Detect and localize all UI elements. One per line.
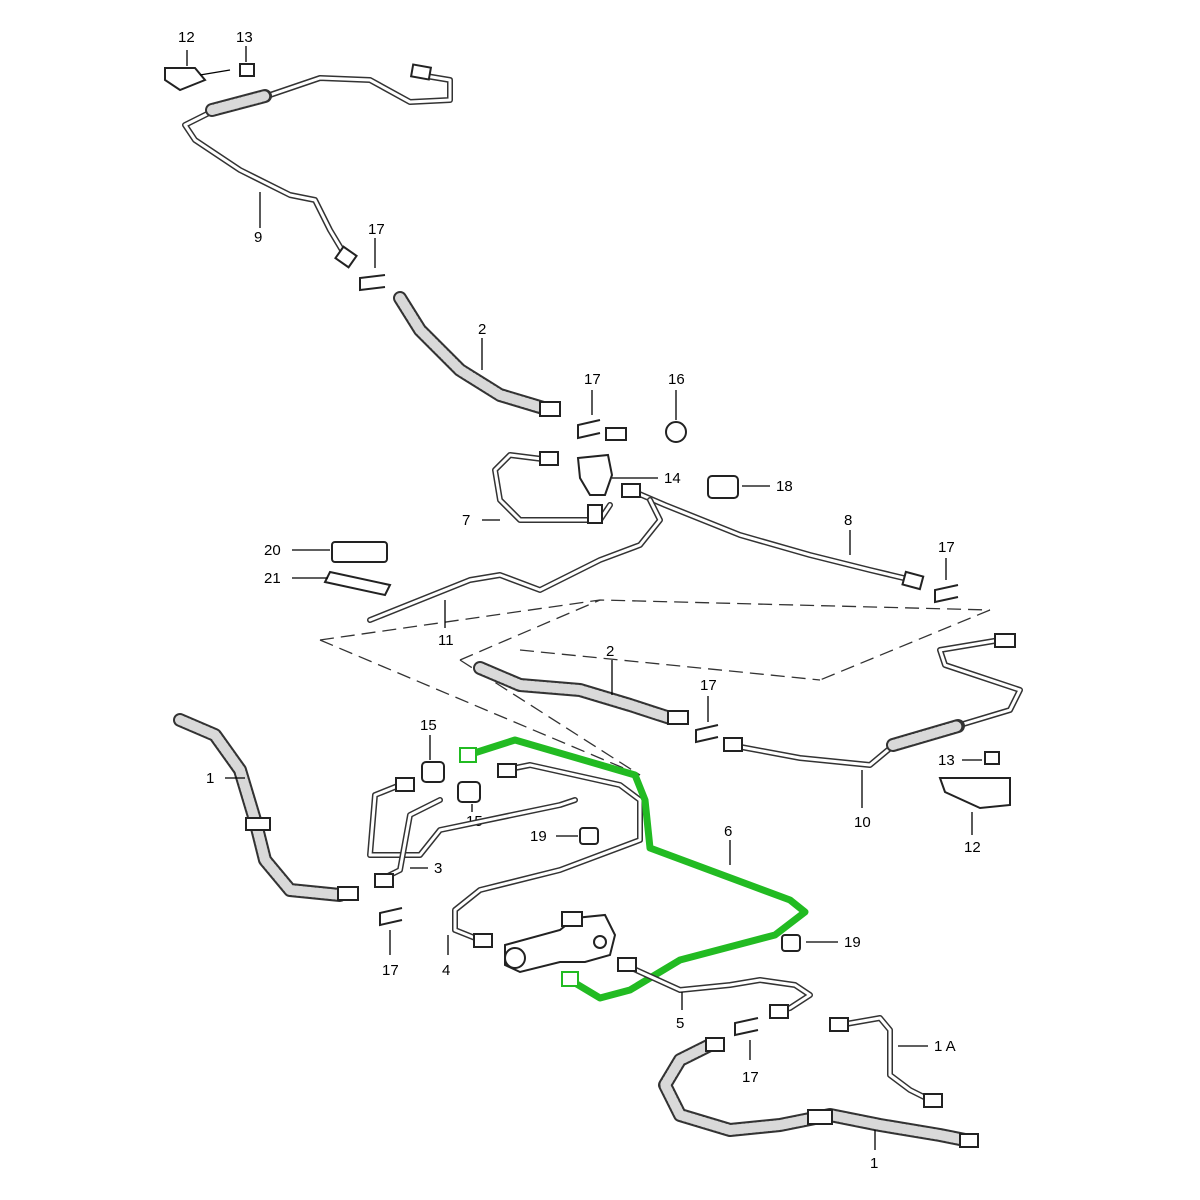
clip-17-upper (359, 238, 386, 292)
callout-17-b: 17 (584, 371, 601, 388)
callout-12-top: 12 (178, 29, 195, 46)
callout-2-lower: 2 (606, 643, 614, 660)
callout-1-left: 1 (206, 770, 214, 787)
callout-13-lower: 13 (938, 752, 955, 769)
brake-line-5 (617, 957, 813, 1019)
callout-1-right: 1 (870, 1155, 878, 1172)
clip-17-right (934, 558, 959, 604)
callout-3: 3 (434, 860, 442, 877)
nut-16 (665, 390, 687, 443)
callout-16: 16 (668, 371, 685, 388)
union-15-upper (421, 735, 445, 783)
callout-17-d: 17 (700, 677, 717, 694)
callout-10: 10 (854, 814, 871, 831)
plug-19-upper (556, 827, 599, 845)
master-cylinder (504, 911, 617, 974)
callout-13-top: 13 (236, 29, 253, 46)
clip-17-middle (577, 390, 601, 440)
callout-15-upper: 15 (420, 717, 437, 734)
brake-line-10 (723, 633, 1023, 808)
callout-17-e: 17 (382, 962, 399, 979)
callout-20: 20 (264, 542, 281, 559)
callout-17-c: 17 (938, 539, 955, 556)
clamp-18 (707, 475, 770, 499)
callout-9: 9 (254, 229, 262, 246)
callout-7: 7 (462, 512, 470, 529)
dashed-outline (319, 599, 991, 776)
brake-line-11 (367, 497, 663, 628)
union-nut-middle (605, 427, 627, 441)
callout-14: 14 (664, 470, 681, 487)
brake-line-9 (182, 63, 453, 269)
bracket-12-lower (938, 751, 1011, 835)
clamp-20 (292, 541, 388, 563)
union-15-lower (457, 781, 481, 812)
brake-line-8 (621, 483, 925, 591)
tee-fitting-14 (576, 453, 658, 496)
brake-hose-1-left (173, 713, 359, 902)
callout-17-a: 17 (368, 221, 385, 238)
callout-19-upper: 19 (530, 828, 547, 845)
callout-5: 5 (676, 1015, 684, 1032)
clip-17-lower-center (695, 696, 719, 744)
callout-12-lower: 12 (964, 839, 981, 856)
callout-21: 21 (264, 570, 281, 587)
brake-hose-2-upper (393, 291, 561, 417)
brake-line-4 (447, 762, 643, 955)
brake-line-6-highlighted (459, 736, 809, 1002)
brake-line-1A (829, 1015, 943, 1108)
clip-17-left (379, 907, 403, 955)
callout-19-lower: 19 (844, 934, 861, 951)
callout-2-upper: 2 (478, 321, 486, 338)
plug-19-lower (781, 934, 838, 952)
bracket-12-top (164, 46, 255, 92)
brake-line-7 (482, 451, 613, 524)
brake-hose-1-right (658, 1037, 979, 1150)
callout-8: 8 (844, 512, 852, 529)
callout-1A: 1 A (934, 1038, 956, 1055)
clamp-21 (292, 570, 392, 597)
callout-11: 11 (438, 632, 454, 649)
callout-6: 6 (724, 823, 732, 840)
callout-4: 4 (442, 962, 450, 979)
brake-line-3 (367, 777, 578, 888)
callout-17-f: 17 (742, 1069, 759, 1086)
clip-17-lower-right (734, 1017, 759, 1060)
callout-18: 18 (776, 478, 793, 495)
brake-hose-2-lower (473, 660, 689, 725)
